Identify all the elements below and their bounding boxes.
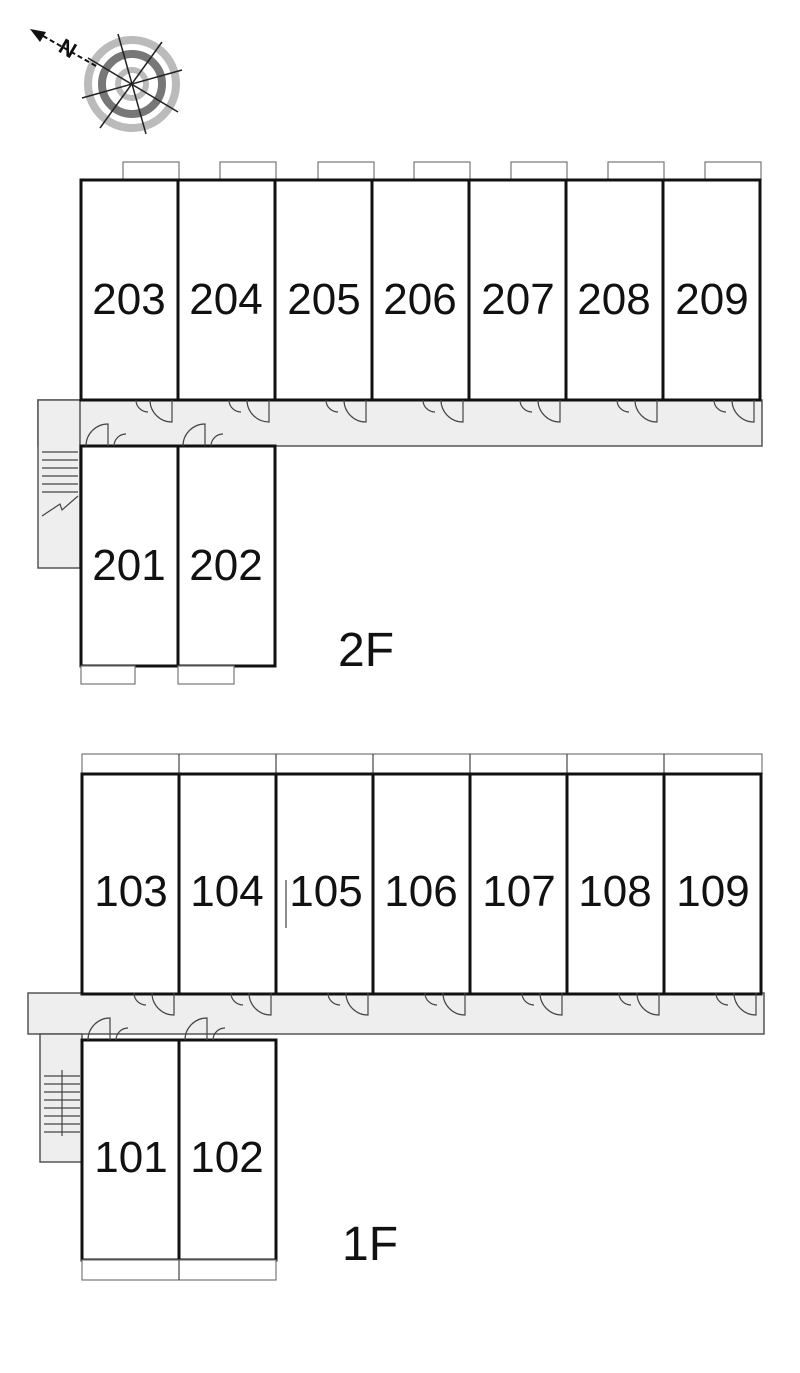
unit-205: 205	[273, 178, 374, 402]
floor-2f: 203 204 205 206 207 208 209	[37, 161, 763, 685]
unit-106: 106	[371, 772, 472, 996]
floor-label-2f: 2F	[338, 624, 394, 677]
unit-label: 109	[676, 867, 749, 916]
doors-1f-back	[133, 992, 757, 1016]
unit-101: 101	[80, 1038, 181, 1262]
unit-203: 203	[79, 178, 180, 402]
unit-label: 208	[577, 275, 650, 324]
unit-label: 204	[189, 275, 262, 324]
unit-206: 206	[370, 178, 471, 402]
unit-103: 103	[80, 772, 181, 996]
doors-1f-wing	[87, 1017, 226, 1041]
balconies-1f-back	[81, 753, 763, 775]
unit-label: 202	[189, 541, 262, 590]
floor-label-1f: 1F	[342, 1218, 398, 1271]
unit-label: 105	[289, 867, 362, 916]
unit-label: 206	[383, 275, 456, 324]
balconies-1f-wing	[81, 1259, 277, 1281]
staircase	[39, 1033, 83, 1163]
unit-label: 203	[92, 275, 165, 324]
unit-label: 201	[92, 541, 165, 590]
corridor	[37, 399, 763, 447]
unit-209: 209	[661, 178, 762, 402]
doors-2f-wing	[85, 423, 224, 447]
doors-2f-back	[135, 399, 755, 423]
unit-label: 106	[384, 867, 457, 916]
unit-label: 107	[482, 867, 555, 916]
balconies-2f-back	[122, 161, 762, 181]
north-label: N	[55, 34, 81, 64]
corridor	[27, 992, 765, 1035]
unit-108: 108	[565, 772, 666, 996]
unit-label: 104	[190, 867, 263, 916]
unit-109: 109	[662, 772, 763, 996]
unit-105: 105	[274, 772, 375, 996]
unit-104: 104	[177, 772, 278, 996]
floor-1f: 103 104 105 106 107 108 109	[27, 753, 765, 1281]
unit-label: 207	[481, 275, 554, 324]
unit-202: 202	[176, 444, 277, 668]
unit-label: 103	[94, 867, 167, 916]
unit-107: 107	[468, 772, 569, 996]
balconies-2f-wing	[80, 665, 235, 685]
unit-208: 208	[564, 178, 665, 402]
compass-icon: N	[30, 29, 183, 135]
unit-label: 102	[190, 1133, 263, 1182]
unit-204: 204	[176, 178, 277, 402]
unit-102: 102	[177, 1038, 278, 1262]
unit-label: 209	[675, 275, 748, 324]
unit-207: 207	[467, 178, 568, 402]
unit-label: 108	[578, 867, 651, 916]
unit-201: 201	[79, 444, 180, 668]
unit-label: 205	[287, 275, 360, 324]
unit-label: 101	[94, 1133, 167, 1182]
